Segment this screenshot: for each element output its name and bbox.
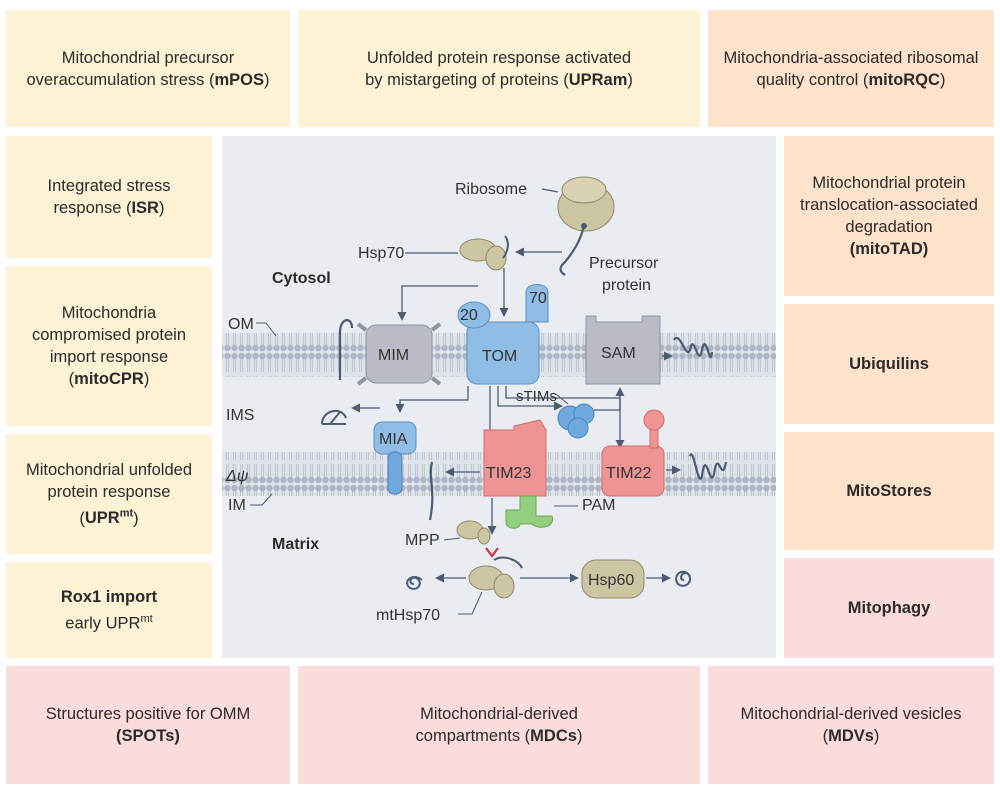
- label-im: IM: [228, 497, 246, 514]
- tim23-complex: [483, 419, 547, 497]
- box-mitorqc: Mitochondria-associated ribosomal qualit…: [708, 10, 994, 127]
- mthsp70-icon: [468, 556, 523, 599]
- box-mitotad: Mitochondrial protein translocation-asso…: [784, 136, 994, 296]
- box-mitophagy: Mitophagy: [784, 558, 994, 658]
- label-om: OM: [228, 316, 254, 333]
- ribosome-icon: [557, 176, 615, 232]
- label-precursor-2: protein: [602, 277, 651, 294]
- label-tom: TOM: [482, 348, 517, 365]
- label-cytosol: Cytosol: [272, 270, 331, 287]
- tim22-complex: [601, 409, 665, 497]
- label-ims: IMS: [226, 407, 254, 424]
- pam-complex: [505, 495, 554, 529]
- box-mitocpr: Mitochondria compromised protein import …: [6, 266, 212, 426]
- label-matrix: Matrix: [272, 536, 319, 553]
- hsp70-icon: [459, 235, 509, 271]
- label-mia: MIA: [379, 431, 408, 448]
- box-mpos: Mitochondrial precursor overaccumulation…: [6, 10, 290, 127]
- label-precursor-1: Precursor: [589, 255, 659, 272]
- label-tom70: 70: [529, 290, 547, 307]
- box-spots: Structures positive for OMM(SPOTs): [6, 666, 290, 784]
- box-upram: Unfolded protein response activated by m…: [298, 10, 700, 127]
- box-uprmt: Mitochondrial unfolded protein response …: [6, 434, 212, 554]
- mpp-icon: [456, 520, 491, 545]
- label-tim23: TIM23: [486, 465, 531, 482]
- stims-complex: [557, 403, 595, 439]
- beta-barrel-icon: [673, 336, 714, 358]
- sam-complex: [585, 315, 661, 385]
- hsp60-complex: [581, 559, 645, 599]
- label-mim: MIM: [378, 347, 409, 364]
- mim-complex: [356, 322, 442, 386]
- tom-complex: [457, 284, 549, 385]
- label-hsp60: Hsp60: [588, 572, 634, 589]
- box-mdcs: Mitochondrial-derived compartments (MDCs…: [298, 666, 700, 784]
- label-mpp: MPP: [405, 532, 440, 549]
- carrier-protein-icon: [688, 453, 728, 480]
- ims-substrate-icon: [321, 409, 347, 425]
- label-tim22: TIM22: [606, 465, 651, 482]
- box-ubiquilins: Ubiquilins: [784, 304, 994, 424]
- box-mitostores: MitoStores: [784, 432, 994, 550]
- label-tom20: 20: [460, 307, 478, 324]
- folded-protein-icon-right: [675, 570, 692, 587]
- label-pam: PAM: [582, 497, 615, 514]
- mitochondrial-import-diagram: Ribosome Precursor protein Hsp70 Cytosol…: [222, 136, 776, 658]
- folded-protein-icon-left: [406, 576, 423, 590]
- label-mthsp70: mtHsp70: [376, 607, 440, 624]
- label-hsp70: Hsp70: [358, 245, 404, 262]
- label-dpsi: Δψ: [225, 468, 249, 485]
- mia-complex: [373, 421, 417, 495]
- cleavage-mark-icon: [485, 547, 499, 558]
- label-sam: SAM: [601, 345, 636, 362]
- box-mdvs: Mitochondrial-derived vesicles (MDVs): [708, 666, 994, 784]
- label-stims: sTIMs: [516, 388, 557, 405]
- box-isr: Integrated stress response (ISR): [6, 136, 212, 258]
- label-ribosome: Ribosome: [455, 181, 527, 198]
